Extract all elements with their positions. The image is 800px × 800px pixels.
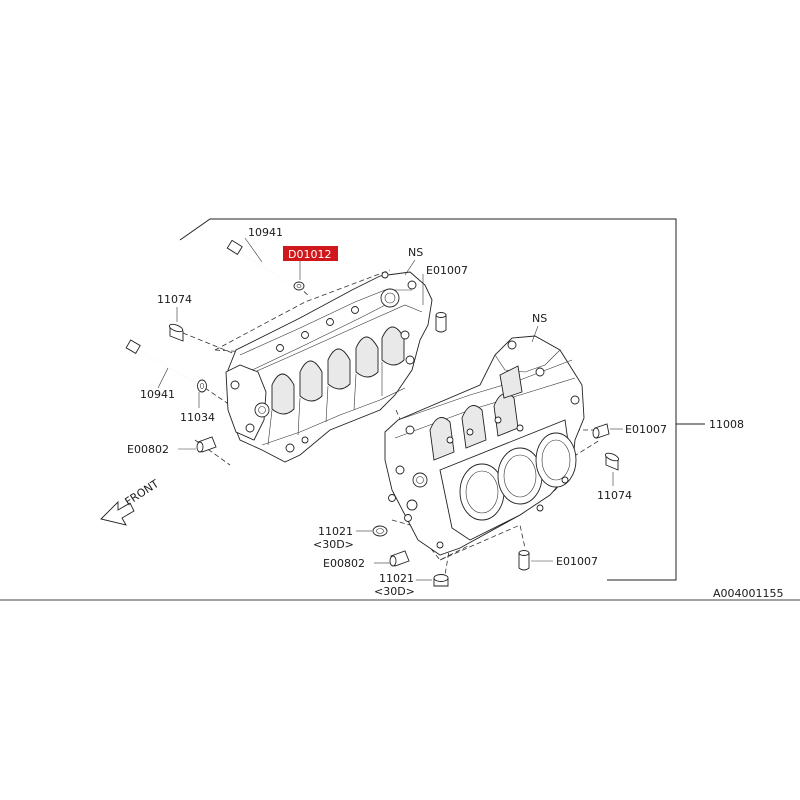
front-arrow-icon xyxy=(100,500,135,526)
label-e00802-lower: E00802 xyxy=(323,557,365,570)
label-front: FRONT xyxy=(123,477,162,509)
assembly-bracket xyxy=(179,218,677,581)
label-11021-lower: 11021 xyxy=(379,572,414,585)
leader-ns-upper xyxy=(404,259,416,276)
pin-e01007-upper xyxy=(435,312,447,333)
label-11021-upper: 11021 xyxy=(318,525,353,538)
pin-11074-upper xyxy=(168,323,184,342)
pin-11074-right xyxy=(604,452,620,471)
label-10941-left: 10941 xyxy=(140,388,175,401)
label-11074-upper: 11074 xyxy=(157,293,192,306)
label-d01012: D01012 xyxy=(288,248,331,261)
label-e01007-right: E01007 xyxy=(625,423,667,436)
pin-e01007-bottom xyxy=(518,550,530,571)
label-10941-top: 10941 xyxy=(248,226,283,239)
label-e01007-bottom: E01007 xyxy=(556,555,598,568)
label-11008: 11008 xyxy=(709,418,744,431)
crankcase-half-left xyxy=(182,269,433,466)
label-e01007-upper: E01007 xyxy=(426,264,468,277)
crankcase-half-right xyxy=(384,335,601,576)
leader-10941-left xyxy=(157,367,169,389)
plug-11021-lower xyxy=(433,574,449,587)
label-e00802-upper: E00802 xyxy=(127,443,169,456)
washer-d01012 xyxy=(293,281,305,291)
leader-10941-top xyxy=(244,237,263,263)
catalog-number: A004001155 xyxy=(713,587,784,600)
bolt-10941-left xyxy=(125,339,201,386)
plug-11021-upper xyxy=(372,525,388,537)
dowel-e00802-upper xyxy=(196,436,217,453)
leader-ns-block xyxy=(531,325,539,343)
pin-e01007-right xyxy=(592,423,610,439)
washer-11034 xyxy=(197,379,207,393)
bolt-10941-top xyxy=(226,239,301,291)
label-11034: 11034 xyxy=(180,411,215,424)
label-11021-lower-spec: <30D> xyxy=(374,585,415,598)
label-ns-upper: NS xyxy=(408,246,423,259)
label-11021-upper-spec: <30D> xyxy=(313,538,354,551)
highlight-box xyxy=(283,246,338,261)
label-11074-right: 11074 xyxy=(597,489,632,502)
label-ns-block: NS xyxy=(532,312,547,325)
dowel-e00802-lower xyxy=(389,550,410,567)
